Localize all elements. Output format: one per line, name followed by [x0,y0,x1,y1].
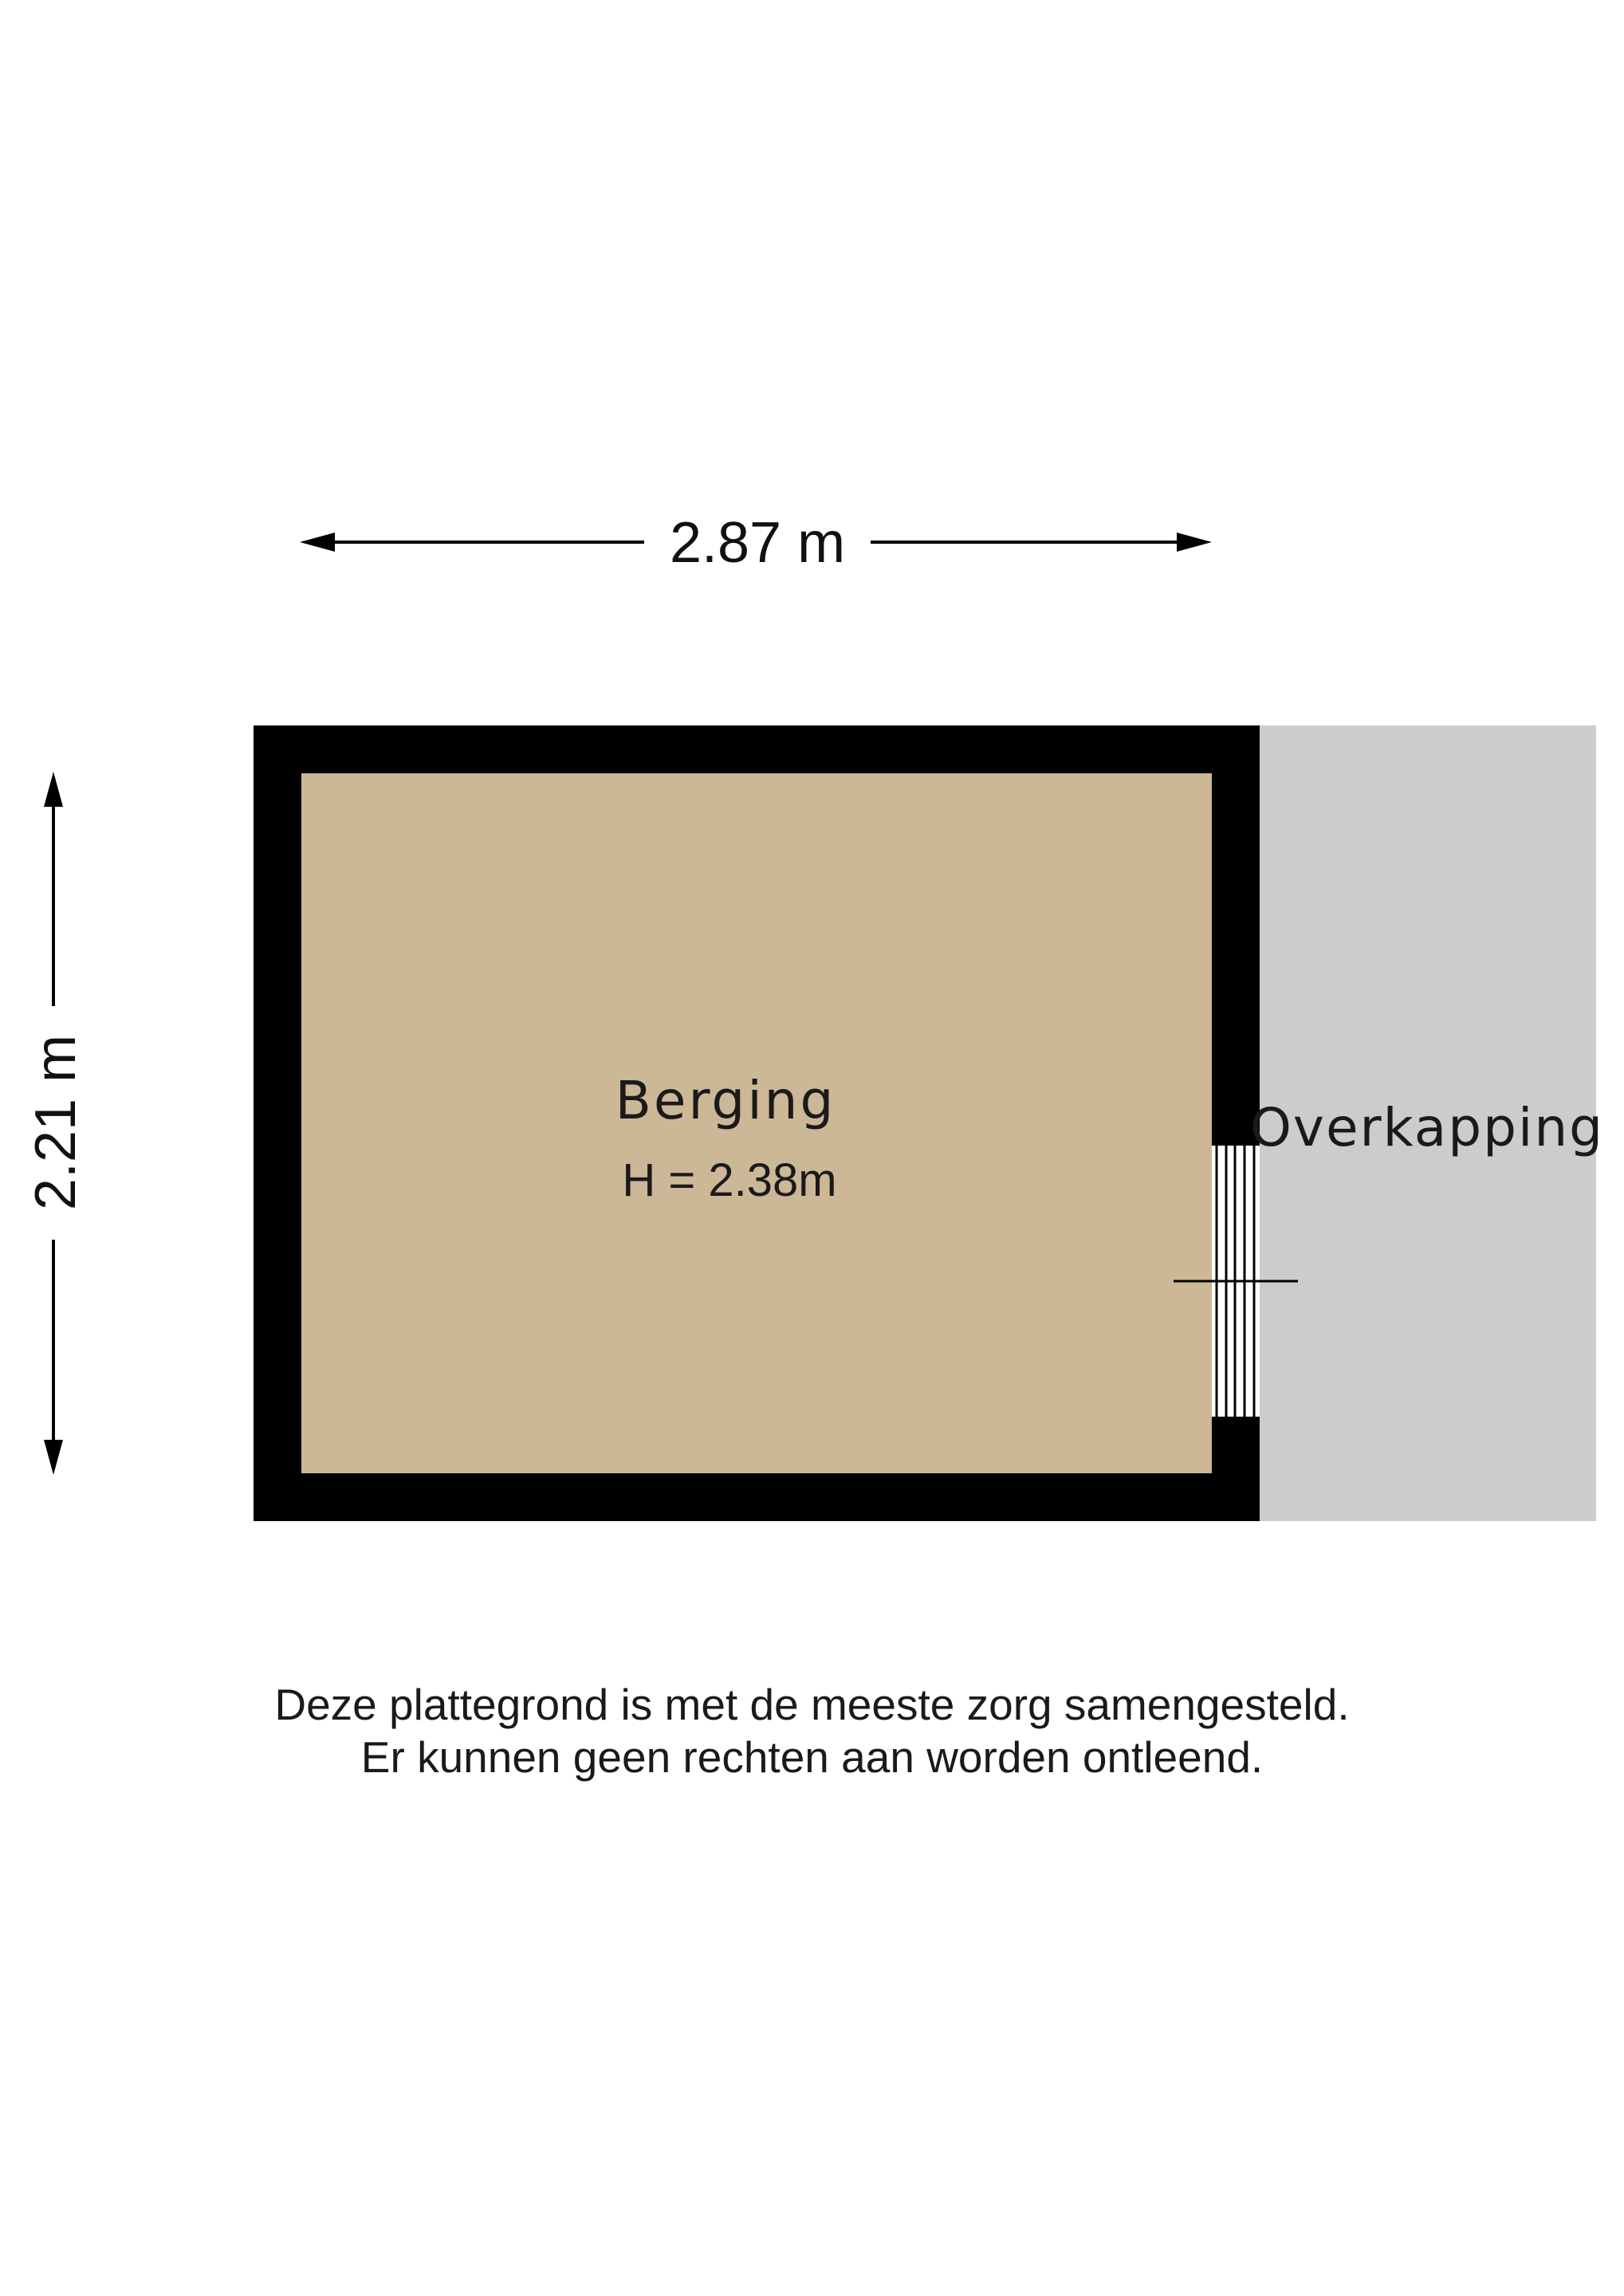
width-arrowhead-right [1177,533,1212,552]
width-label: 2.87 m [670,511,845,575]
overkapping-area [1258,725,1596,1521]
disclaimer-line-2: Er kunnen geen rechten aan worden ontlee… [360,1732,1264,1782]
depth-arrowhead-top [44,772,63,807]
area-name-overkapping: Overkapping [1250,1097,1604,1158]
depth-label: 2.21 m [24,1035,88,1210]
disclaimer: Deze plattegrond is met de meeste zorg s… [0,1678,1624,1783]
berging-room-floor [301,773,1212,1473]
door [1174,1146,1298,1417]
width-arrowhead-left [300,533,335,552]
depth-arrowhead-bottom [44,1440,63,1475]
disclaimer-line-1: Deze plattegrond is met de meeste zorg s… [274,1680,1350,1729]
width-dimension: 2.87 m [300,511,1212,575]
depth-dimension: 2.21 m [24,772,88,1475]
room-name-berging: Berging [615,1070,836,1131]
room-height-berging: H = 2.38m [622,1154,836,1206]
